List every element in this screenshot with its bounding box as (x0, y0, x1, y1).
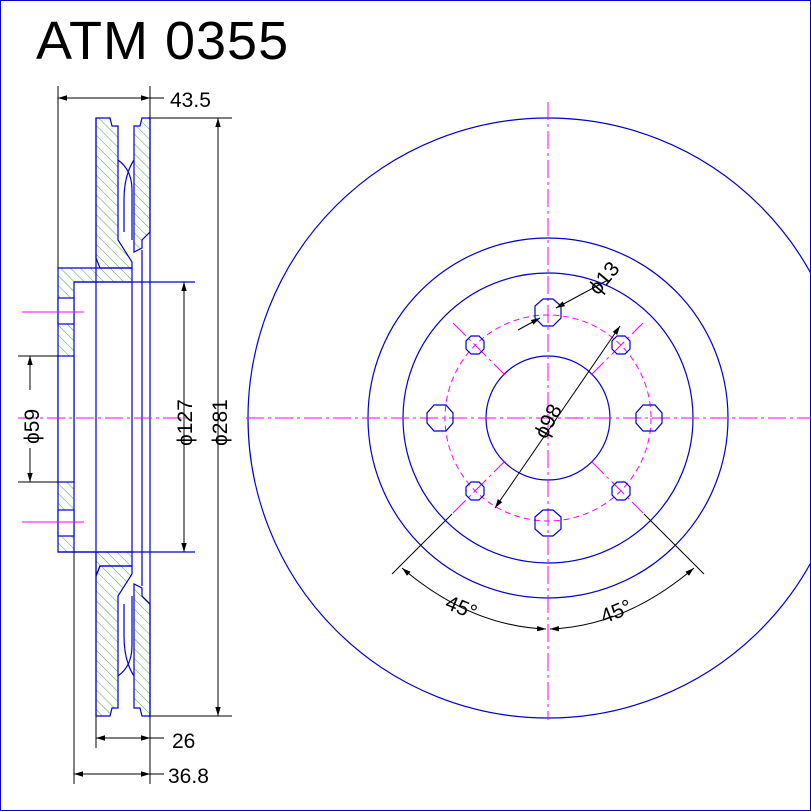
dim-center-bore: ϕ59 (21, 409, 44, 444)
upper-outer-plate (95, 117, 133, 269)
lower-outer-plate (95, 565, 133, 717)
small-hole-tl (465, 335, 485, 355)
lower-inner-plate (133, 583, 151, 717)
dim-angle-right: 45° (597, 595, 635, 628)
dim-angle-left: 45° (442, 591, 480, 624)
dim-overall-width: 43.5 (170, 89, 211, 112)
section-view (18, 117, 195, 717)
dim-hub-diameter: ϕ127 (174, 399, 197, 446)
upper-vane-curve (117, 159, 135, 240)
dim-pitch-circle: ϕ98 (530, 401, 567, 443)
bolt-hole-bottom (534, 509, 562, 537)
dim-min-thickness: 26 (172, 730, 195, 753)
part-number-title: ATM 0355 (36, 11, 290, 71)
section-dimensions: 43.5 ϕ281 ϕ127 ϕ59 26 36.8 (18, 86, 232, 788)
dim-outer-diameter: ϕ281 (209, 399, 232, 446)
bolt-hole-left (426, 404, 454, 432)
upper-bore-slot (57, 297, 75, 325)
bolt-hole-right (635, 404, 663, 432)
lower-vane-curve (117, 596, 135, 677)
lower-bore-slot (57, 509, 75, 537)
upper-inner-plate (133, 117, 151, 253)
small-hole-bl (465, 481, 485, 501)
dim-bolt-hole: ϕ13 (584, 258, 624, 300)
center-bore-slot (57, 355, 75, 483)
dim-hub-height: 36.8 (168, 765, 209, 788)
